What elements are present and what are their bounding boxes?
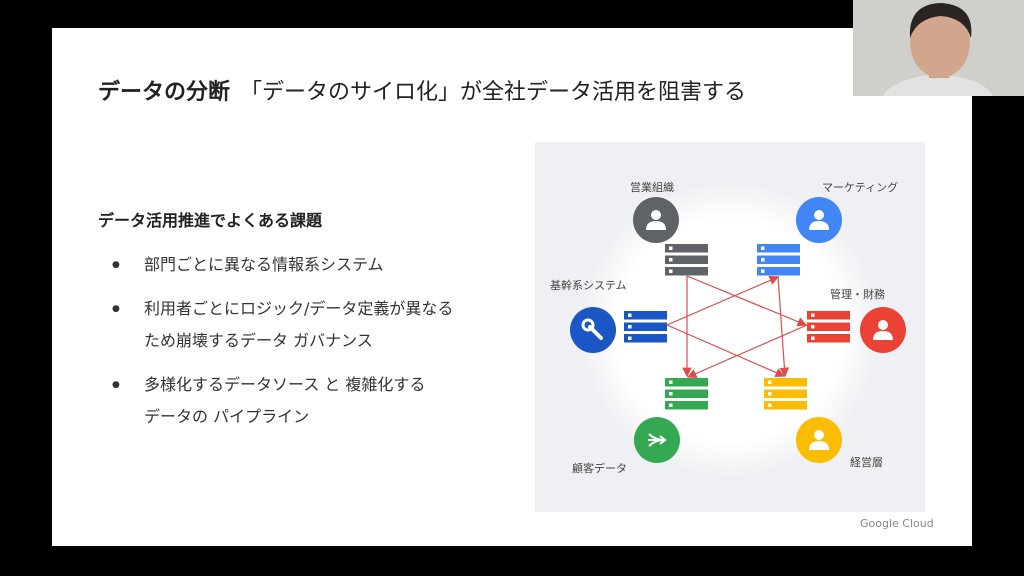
participant-webcam-video xyxy=(853,0,1024,96)
database-stack xyxy=(665,378,708,410)
node-label: 営業組織 xyxy=(630,180,674,194)
data-flow-arrow xyxy=(666,324,786,378)
bullet-text: 部門ごとに異なる情報系システム xyxy=(144,255,384,274)
bullet-text: 多様化するデータソース と 複雑化する xyxy=(144,375,426,394)
database-stack xyxy=(624,311,667,343)
bullet-dot: ● xyxy=(112,260,120,270)
database-stack xyxy=(757,244,800,276)
node-label: マーケティング xyxy=(822,180,898,194)
database-stack xyxy=(807,311,850,343)
person-icon xyxy=(796,417,842,463)
title-bold: データの分断 xyxy=(98,80,231,105)
node-label: 基幹系システム xyxy=(550,278,627,292)
bullet-text: データの パイプライン xyxy=(144,407,310,426)
bullet-text: 利用者ごとにロジック/データ定義が異なる xyxy=(144,299,454,318)
person-icon xyxy=(860,307,906,353)
bullet-text: ため崩壊するデータ ガバナンス xyxy=(144,331,373,350)
data-flow-arrow xyxy=(686,324,808,379)
merge-arrow-icon xyxy=(634,417,680,463)
participant-face xyxy=(853,0,1024,96)
title-rest: 「データのサイロ化」が全社データ活用を阻害する xyxy=(240,80,747,105)
google-cloud-logo: Google Cloud xyxy=(860,517,934,530)
database-stack xyxy=(665,244,708,276)
bullet-dot: ● xyxy=(112,304,120,314)
database-stack xyxy=(764,378,807,410)
data-flow-arrow xyxy=(777,275,790,378)
bullet-dot: ● xyxy=(112,380,120,390)
person-icon xyxy=(796,197,842,243)
slide-title: データの分断「データのサイロ化」が全社データ活用を阻害する xyxy=(98,74,746,106)
node-label: 管理・財務 xyxy=(830,287,885,301)
data-flow-arrow xyxy=(686,275,808,327)
wrench-icon xyxy=(570,307,616,353)
person-icon xyxy=(633,197,679,243)
node-label: 顧客データ xyxy=(572,461,627,475)
node-label: 経営層 xyxy=(850,455,883,469)
subheading: データ活用推進でよくある課題 xyxy=(98,211,323,230)
data-flow-arrow xyxy=(666,275,780,326)
